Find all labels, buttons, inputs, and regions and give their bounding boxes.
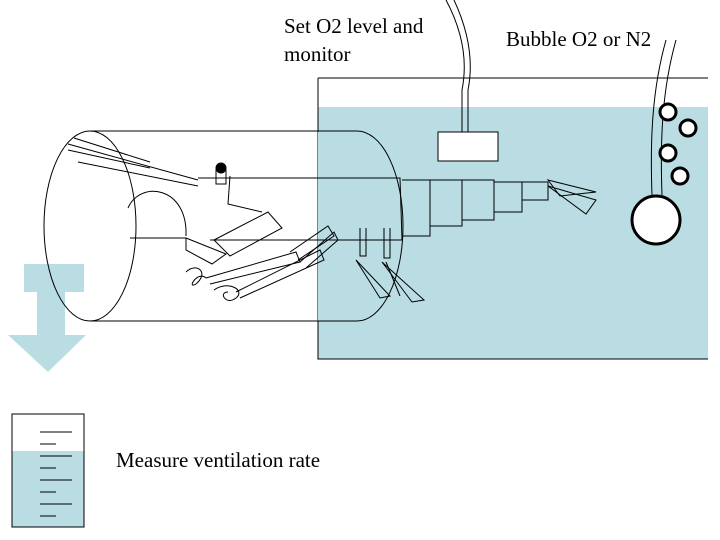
tube-body <box>90 130 357 322</box>
set-o2-label-line2: monitor <box>284 42 351 66</box>
bubble <box>678 118 698 138</box>
bubble <box>658 102 678 122</box>
set-o2-label-line1: Set O2 level and <box>284 14 424 38</box>
set-o2-label: Set O2 level and monitor <box>284 12 423 68</box>
bubble-icon <box>658 102 698 186</box>
tube-front-opening <box>43 130 137 322</box>
air-stone <box>630 194 682 246</box>
bubble <box>670 166 690 186</box>
down-arrow-icon <box>8 292 86 372</box>
graduated-cylinder <box>11 413 85 528</box>
monitor-cable <box>445 0 471 132</box>
measure-label: Measure ventilation rate <box>116 448 321 472</box>
bubble <box>658 143 678 163</box>
o2-sensor-probe <box>437 131 499 162</box>
tube-water-inside <box>318 132 358 321</box>
cylinder-water <box>12 451 84 527</box>
bubble-label: Bubble O2 or N2 <box>506 27 652 51</box>
cylinder-graduations <box>40 431 72 517</box>
outflow-stream <box>24 264 84 292</box>
crayfish-icon <box>67 137 597 303</box>
tube-back-end <box>356 130 404 322</box>
